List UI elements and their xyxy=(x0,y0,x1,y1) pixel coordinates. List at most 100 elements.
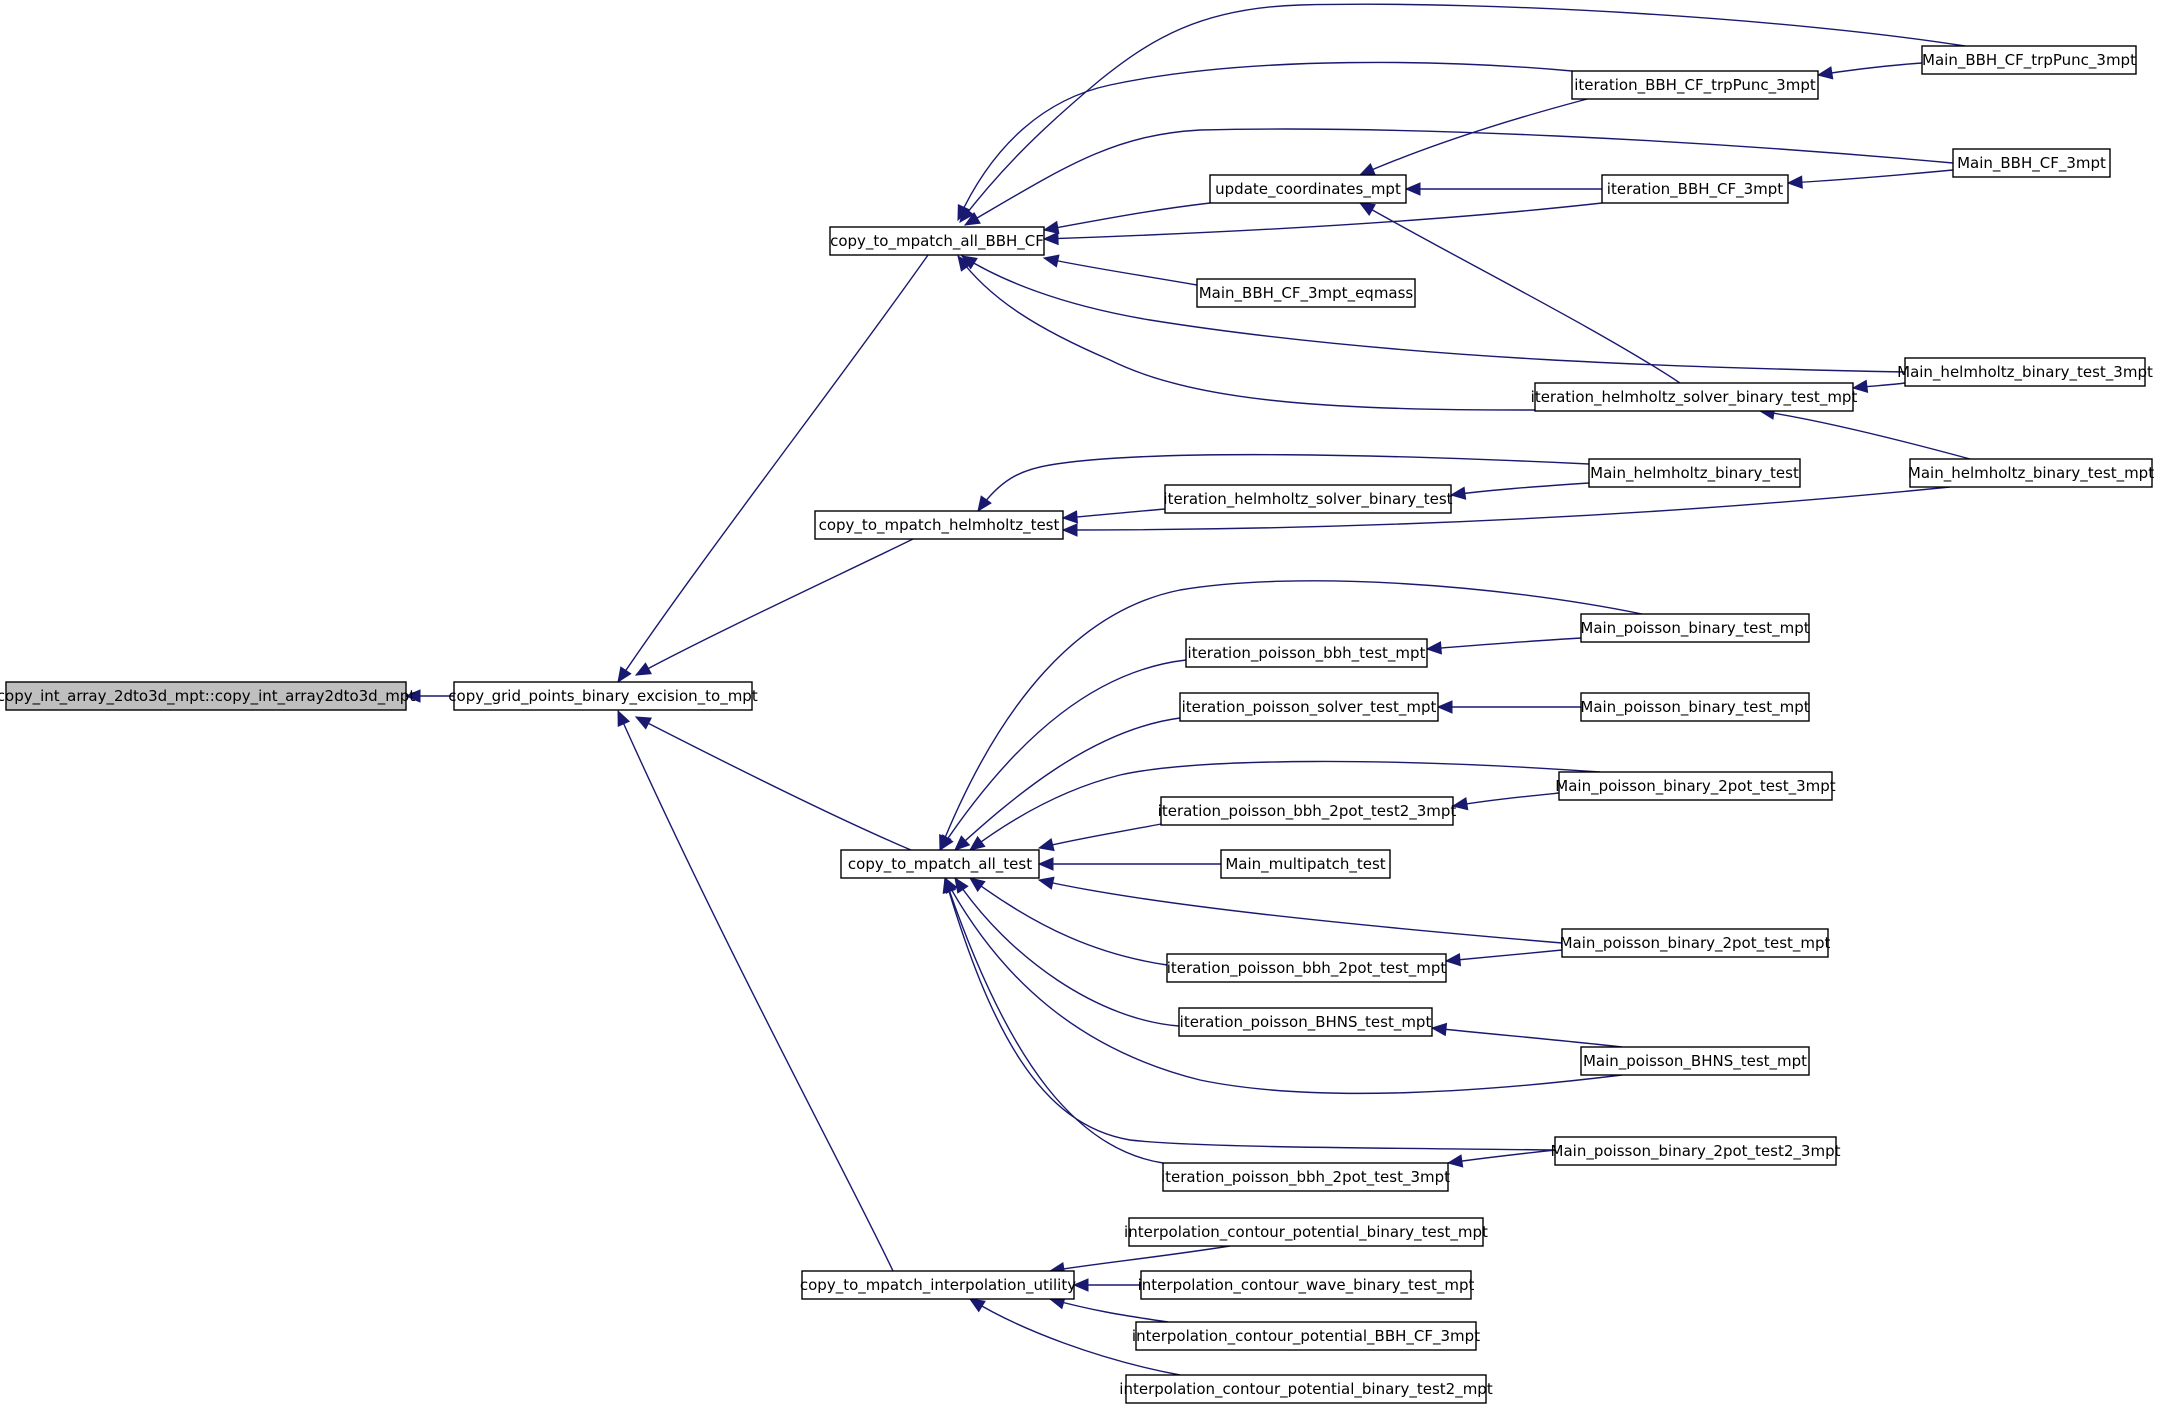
arrowhead-n21-n4 xyxy=(1037,837,1055,852)
node-n2[interactable]: copy_to_mpatch_all_BBH_CF xyxy=(829,226,1045,256)
node-box xyxy=(1588,458,1801,488)
node-n31[interactable]: interpolation_contour_wave_binary_test_m… xyxy=(1138,1270,1475,1300)
node-n26[interactable]: iteration_poisson_BHNS_test_mpt xyxy=(1178,1007,1433,1037)
node-n33[interactable]: interpolation_contour_potential_binary_t… xyxy=(1119,1374,1493,1404)
node-n15[interactable]: iteration_helmholtz_solver_binary_test xyxy=(1163,484,1453,514)
arrowhead-n12-n6 xyxy=(1358,202,1376,217)
node-label: Main_poisson_binary_test_mpt xyxy=(1580,698,1809,717)
node-n7[interactable]: iteration_BBH_CF_trpPunc_3mpt xyxy=(1571,70,1819,100)
arrowhead-n20-n19 xyxy=(1436,700,1453,714)
edge-n25-n4 xyxy=(1038,879,1563,944)
arrowhead-n18-n17 xyxy=(1425,641,1442,655)
edge-n7-n2 xyxy=(957,61,1573,221)
node-label: iteration_poisson_bbh_2pot_test_3mpt xyxy=(1161,1168,1450,1187)
arrowhead-n18-n4 xyxy=(939,834,952,852)
edge-n12-n2 xyxy=(957,255,1536,411)
node-label: interpolation_contour_potential_BBH_CF_3… xyxy=(1132,1327,1480,1346)
node-n0[interactable]: copy_int_array_2dto3d_mpt::copy_int_arra… xyxy=(0,681,415,711)
arrowhead-n7-n6 xyxy=(1358,162,1376,176)
node-box xyxy=(1952,148,2111,178)
arrowheads-layer xyxy=(404,66,1869,1313)
arrowhead-n13-n12 xyxy=(1851,379,1869,394)
edge-n11-n2 xyxy=(1043,257,1198,286)
node-n24[interactable]: iteration_poisson_bbh_2pot_test_mpt xyxy=(1166,953,1447,983)
arrowhead-n9-n2 xyxy=(1042,231,1059,246)
node-label: iteration_helmholtz_solver_binary_test xyxy=(1163,490,1452,509)
edge-n32-n5 xyxy=(1049,1298,1169,1323)
node-label: Main_poisson_binary_2pot_test2_3mpt xyxy=(1551,1142,1841,1161)
node-box xyxy=(1571,70,1819,100)
edge-n18-n4 xyxy=(939,580,1643,851)
node-n10[interactable]: Main_BBH_CF_3mpt xyxy=(1952,148,2111,178)
node-box xyxy=(1164,484,1452,514)
node-label: interpolation_contour_potential_binary_t… xyxy=(1124,1223,1488,1242)
node-n13[interactable]: Main_helmholtz_binary_test_3mpt xyxy=(1897,357,2153,387)
node-label: copy_to_mpatch_helmholtz_test xyxy=(819,516,1060,535)
node-box xyxy=(1125,1374,1487,1404)
node-label: iteration_BBH_CF_trpPunc_3mpt xyxy=(1574,76,1816,95)
node-n23[interactable]: Main_multipatch_test xyxy=(1220,849,1391,879)
arrowhead-n25-n24 xyxy=(1444,952,1462,967)
node-n14[interactable]: Main_helmholtz_binary_test_mpt xyxy=(1908,458,2154,488)
arrowhead-n4-n1 xyxy=(634,716,652,730)
node-n5[interactable]: copy_to_mpatch_interpolation_utility xyxy=(800,1270,1076,1300)
edge-n29-n28 xyxy=(1447,1149,1556,1164)
edge-n28-n4 xyxy=(944,877,1164,1164)
node-n9[interactable]: iteration_BBH_CF_3mpt xyxy=(1601,174,1789,204)
node-label: Main_poisson_BHNS_test_mpt xyxy=(1583,1052,1807,1071)
node-box xyxy=(453,681,753,711)
node-n27[interactable]: Main_poisson_BHNS_test_mpt xyxy=(1580,1046,1810,1076)
node-box xyxy=(1160,796,1454,826)
node-box xyxy=(1921,45,2137,75)
node-n20[interactable]: Main_poisson_binary_test_mpt xyxy=(1580,692,1810,722)
node-n22[interactable]: Main_poisson_binary_2pot_test_3mpt xyxy=(1555,771,1836,801)
node-box xyxy=(1580,692,1810,722)
node-box xyxy=(829,226,1045,256)
node-n29[interactable]: Main_poisson_binary_2pot_test2_3mpt xyxy=(1551,1136,1841,1166)
node-n25[interactable]: Main_poisson_binary_2pot_test_mpt xyxy=(1560,928,1831,958)
node-box xyxy=(1909,458,2153,488)
node-n18[interactable]: Main_poisson_binary_test_mpt xyxy=(1580,613,1810,643)
node-n8[interactable]: Main_BBH_CF_trpPunc_3mpt xyxy=(1921,45,2137,75)
node-n4[interactable]: copy_to_mpatch_all_test xyxy=(840,849,1040,879)
node-label: copy_int_array_2dto3d_mpt::copy_int_arra… xyxy=(0,687,415,706)
arrowhead-n16-n3 xyxy=(977,495,992,513)
node-box xyxy=(1185,638,1428,668)
edge-n8-n7 xyxy=(1817,62,1923,76)
arrowhead-n15-n3 xyxy=(1061,510,1078,524)
node-label: update_coordinates_mpt xyxy=(1215,180,1401,199)
node-label: Main_poisson_binary_2pot_test_mpt xyxy=(1560,934,1831,953)
edge-n27-n4 xyxy=(944,877,1623,1095)
node-n6[interactable]: update_coordinates_mpt xyxy=(1209,174,1407,204)
node-box xyxy=(1179,692,1439,722)
edge-n26-n4 xyxy=(954,877,1180,1027)
node-n11[interactable]: Main_BBH_CF_3mpt_eqmass xyxy=(1196,278,1416,308)
node-label: Main_multipatch_test xyxy=(1225,855,1385,874)
node-box xyxy=(1580,1046,1810,1076)
node-n17[interactable]: iteration_poisson_bbh_test_mpt xyxy=(1185,638,1428,668)
node-n19[interactable]: iteration_poisson_solver_test_mpt xyxy=(1179,692,1439,722)
arrowhead-n1-n0 xyxy=(404,689,421,703)
node-n1[interactable]: copy_grid_points_binary_excision_to_mpt xyxy=(448,681,758,711)
node-n21[interactable]: iteration_poisson_bbh_2pot_test2_3mpt xyxy=(1158,796,1457,826)
node-n30[interactable]: interpolation_contour_potential_binary_t… xyxy=(1124,1217,1488,1247)
edge-n14-n3 xyxy=(1062,486,1951,531)
node-label: Main_helmholtz_binary_test_mpt xyxy=(1908,464,2154,483)
node-label: copy_to_mpatch_all_test xyxy=(848,855,1032,874)
edge-n22-n4 xyxy=(969,760,1601,851)
node-n12[interactable]: iteration_helmholtz_solver_binary_test_m… xyxy=(1531,382,1858,412)
node-label: iteration_poisson_bbh_2pot_test2_3mpt xyxy=(1158,802,1457,821)
arrowhead-n33-n5 xyxy=(968,1298,986,1313)
arrowhead-n13-n2 xyxy=(960,255,978,270)
node-n32[interactable]: interpolation_contour_potential_BBH_CF_3… xyxy=(1132,1321,1480,1351)
arrowhead-n2-n1 xyxy=(617,666,632,684)
node-box xyxy=(1209,174,1407,204)
edge-n27-n26 xyxy=(1431,1027,1623,1048)
edge-n25-n24 xyxy=(1445,949,1563,962)
node-n28[interactable]: iteration_poisson_bbh_2pot_test_3mpt xyxy=(1161,1162,1450,1192)
node-box xyxy=(840,849,1040,879)
node-n3[interactable]: copy_to_mpatch_helmholtz_test xyxy=(814,510,1064,540)
node-box xyxy=(1580,613,1810,643)
edge-n10-n9 xyxy=(1787,169,1954,184)
node-n16[interactable]: Main_helmholtz_binary_test xyxy=(1588,458,1801,488)
